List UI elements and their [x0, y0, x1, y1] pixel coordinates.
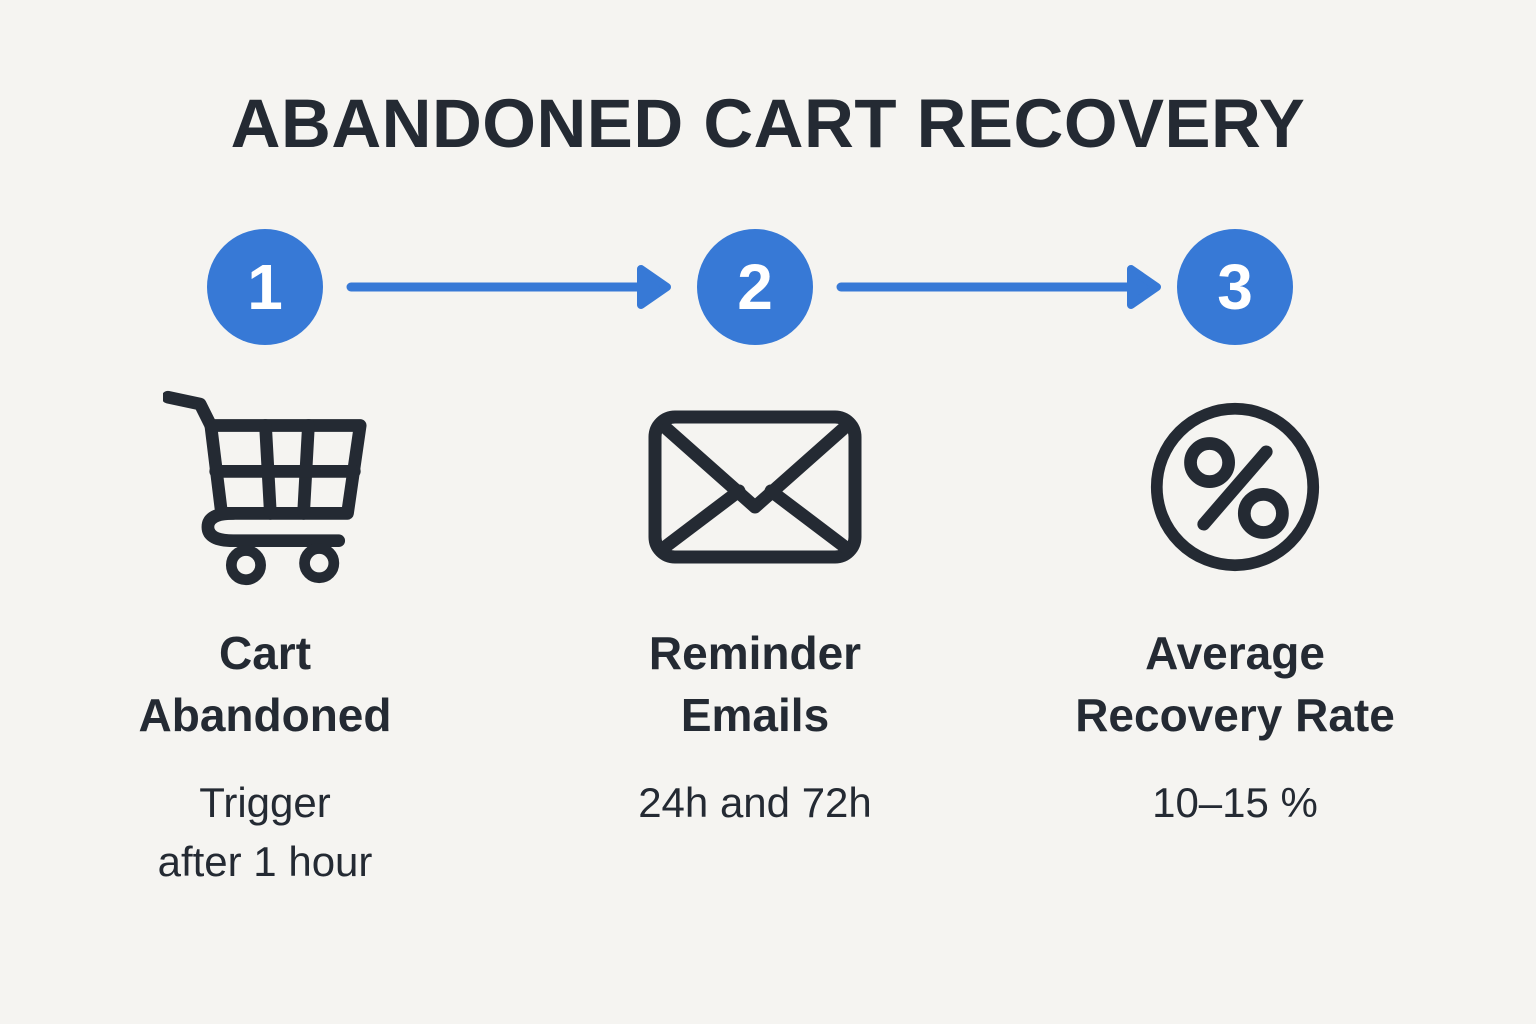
page-title: ABANDONED CART RECOVERY — [230, 85, 1306, 162]
step-2-label-line1: Reminder — [648, 627, 862, 679]
step-1-icon-box — [35, 382, 495, 592]
step-2-subtext: 24h and 72h — [525, 774, 985, 833]
step-1-badge: 1 — [207, 229, 323, 345]
step-3-label: Average Recovery Rate — [1005, 622, 1465, 746]
step-1-sub-line1: Trigger — [199, 779, 331, 827]
percent-circle-icon — [1150, 402, 1320, 572]
step-1-label: Cart Abandoned — [35, 622, 495, 746]
step-2-number: 2 — [737, 251, 773, 323]
step-1-subtext: Trigger after 1 hour — [35, 774, 495, 892]
step-3-badge: 3 — [1177, 229, 1293, 345]
step-3-sub-line1: 10–15 % — [1152, 779, 1318, 827]
arrow-right-icon — [836, 265, 1161, 309]
step-3-subtext: 10–15 % — [1005, 774, 1465, 833]
step-2-column: Reminder Emails 24h and 72h — [525, 382, 985, 833]
step-2-label: Reminder Emails — [525, 622, 985, 746]
step-3-number: 3 — [1217, 251, 1253, 323]
shopping-cart-icon — [162, 390, 367, 586]
step-3-icon-box — [1005, 382, 1465, 592]
step-3-label-line1: Average — [1145, 627, 1325, 679]
step-2-icon-box — [525, 382, 985, 592]
step-1-column: Cart Abandoned Trigger after 1 hour — [35, 382, 495, 892]
envelope-icon — [648, 410, 862, 564]
step-1-label-line1: Cart — [218, 627, 312, 679]
arrow-right-icon — [346, 265, 671, 309]
step-3-label-line2: Recovery Rate — [1075, 689, 1395, 742]
step-2-sub-line1: 24h and 72h — [638, 779, 872, 827]
step-1-label-line2: Abandoned — [138, 689, 392, 742]
step-1-number: 1 — [247, 251, 283, 323]
step-3-column: Average Recovery Rate 10–15 % — [1005, 382, 1465, 833]
step-2-label-line2: Emails — [680, 689, 830, 742]
step-2-badge: 2 — [697, 229, 813, 345]
step-1-sub-line2: after 1 hour — [157, 837, 373, 885]
